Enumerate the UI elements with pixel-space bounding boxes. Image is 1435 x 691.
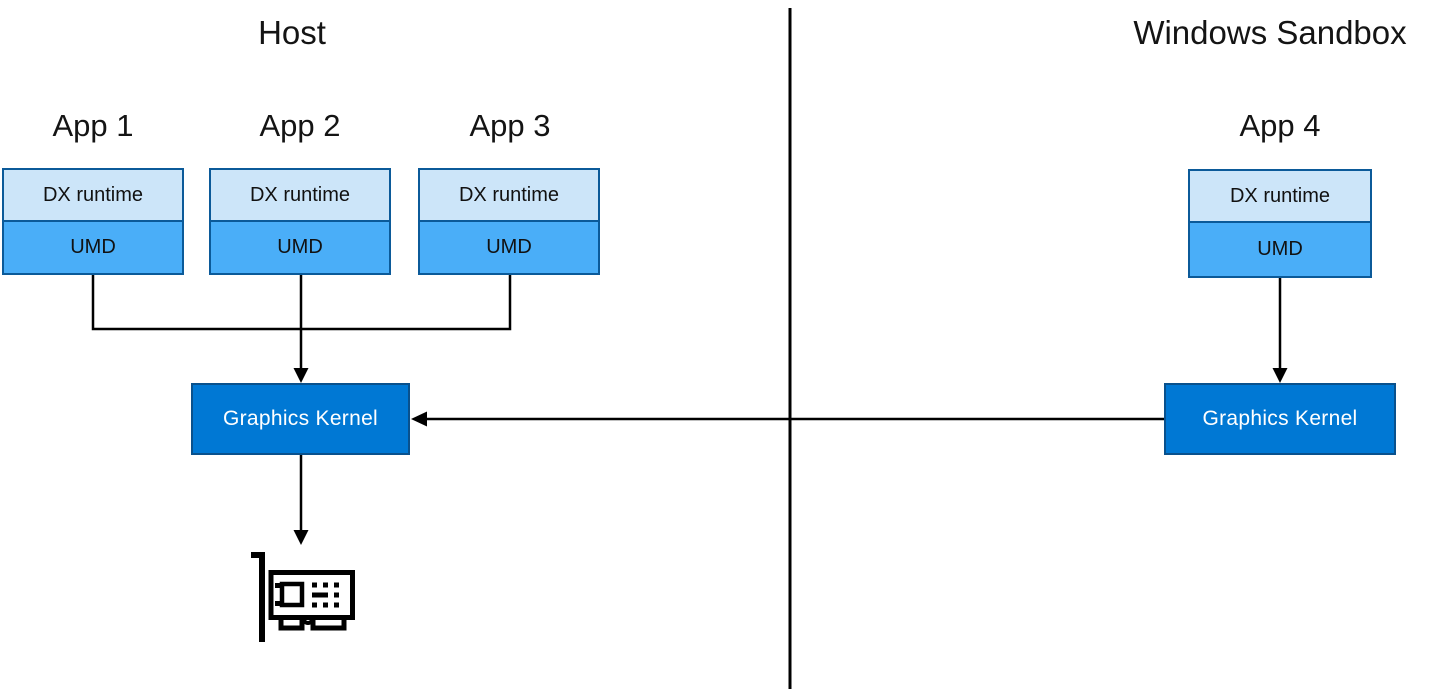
gpu-dot [334,592,339,598]
app4-stack-box: DX runtime UMD [1188,169,1372,278]
app3-dx-runtime-layer: DX runtime [420,170,598,222]
gpu-dot [323,602,328,608]
app4-dx-runtime-layer: DX runtime [1190,171,1370,223]
app1-dx-runtime-layer: DX runtime [4,170,182,222]
gpu-dot [312,582,317,588]
gpu-bracket-flange [251,552,265,558]
app2-dx-runtime-layer: DX runtime [211,170,389,222]
app3-umd-layer: UMD [420,222,598,273]
gpu-chip [279,581,305,608]
sandbox-graphics-kernel-box: Graphics Kernel [1164,383,1396,455]
host-graphics-kernel-box: Graphics Kernel [191,383,410,455]
app1-label: App 1 [52,108,134,143]
gpu-card-icon [250,551,358,643]
app3-stack-box: DX runtime UMD [418,168,600,275]
gpu-card-icon-svg [251,552,355,642]
gpu-bracket-bar [259,552,265,642]
app4-umd-layer: UMD [1190,223,1370,276]
app1-umd-layer: UMD [4,222,182,273]
app1-stack-box: DX runtime UMD [2,168,184,275]
app2-stack-box: DX runtime UMD [209,168,391,275]
gpu-bar [312,592,328,598]
app4-label: App 4 [1239,108,1321,143]
gpu-dot [334,582,339,588]
app3-label: App 3 [469,108,551,143]
gpu-dot [323,582,328,588]
sandbox-kernel-to-host-kernel-arrowhead [411,411,427,427]
gpu-dot [312,602,317,608]
host-section-title: Host [258,14,326,51]
apps-to-kernel-arrowhead [293,368,309,383]
kernel-to-gpu-arrowhead [293,530,309,545]
app2-umd-layer: UMD [211,222,389,273]
gpu-dot [275,583,280,588]
gpu-dot [334,602,339,608]
gpu-dot [275,601,280,606]
sandbox-section-title: Windows Sandbox [1133,14,1407,51]
app4-to-kernel-arrowhead [1272,368,1288,383]
app2-label: App 2 [259,108,341,143]
